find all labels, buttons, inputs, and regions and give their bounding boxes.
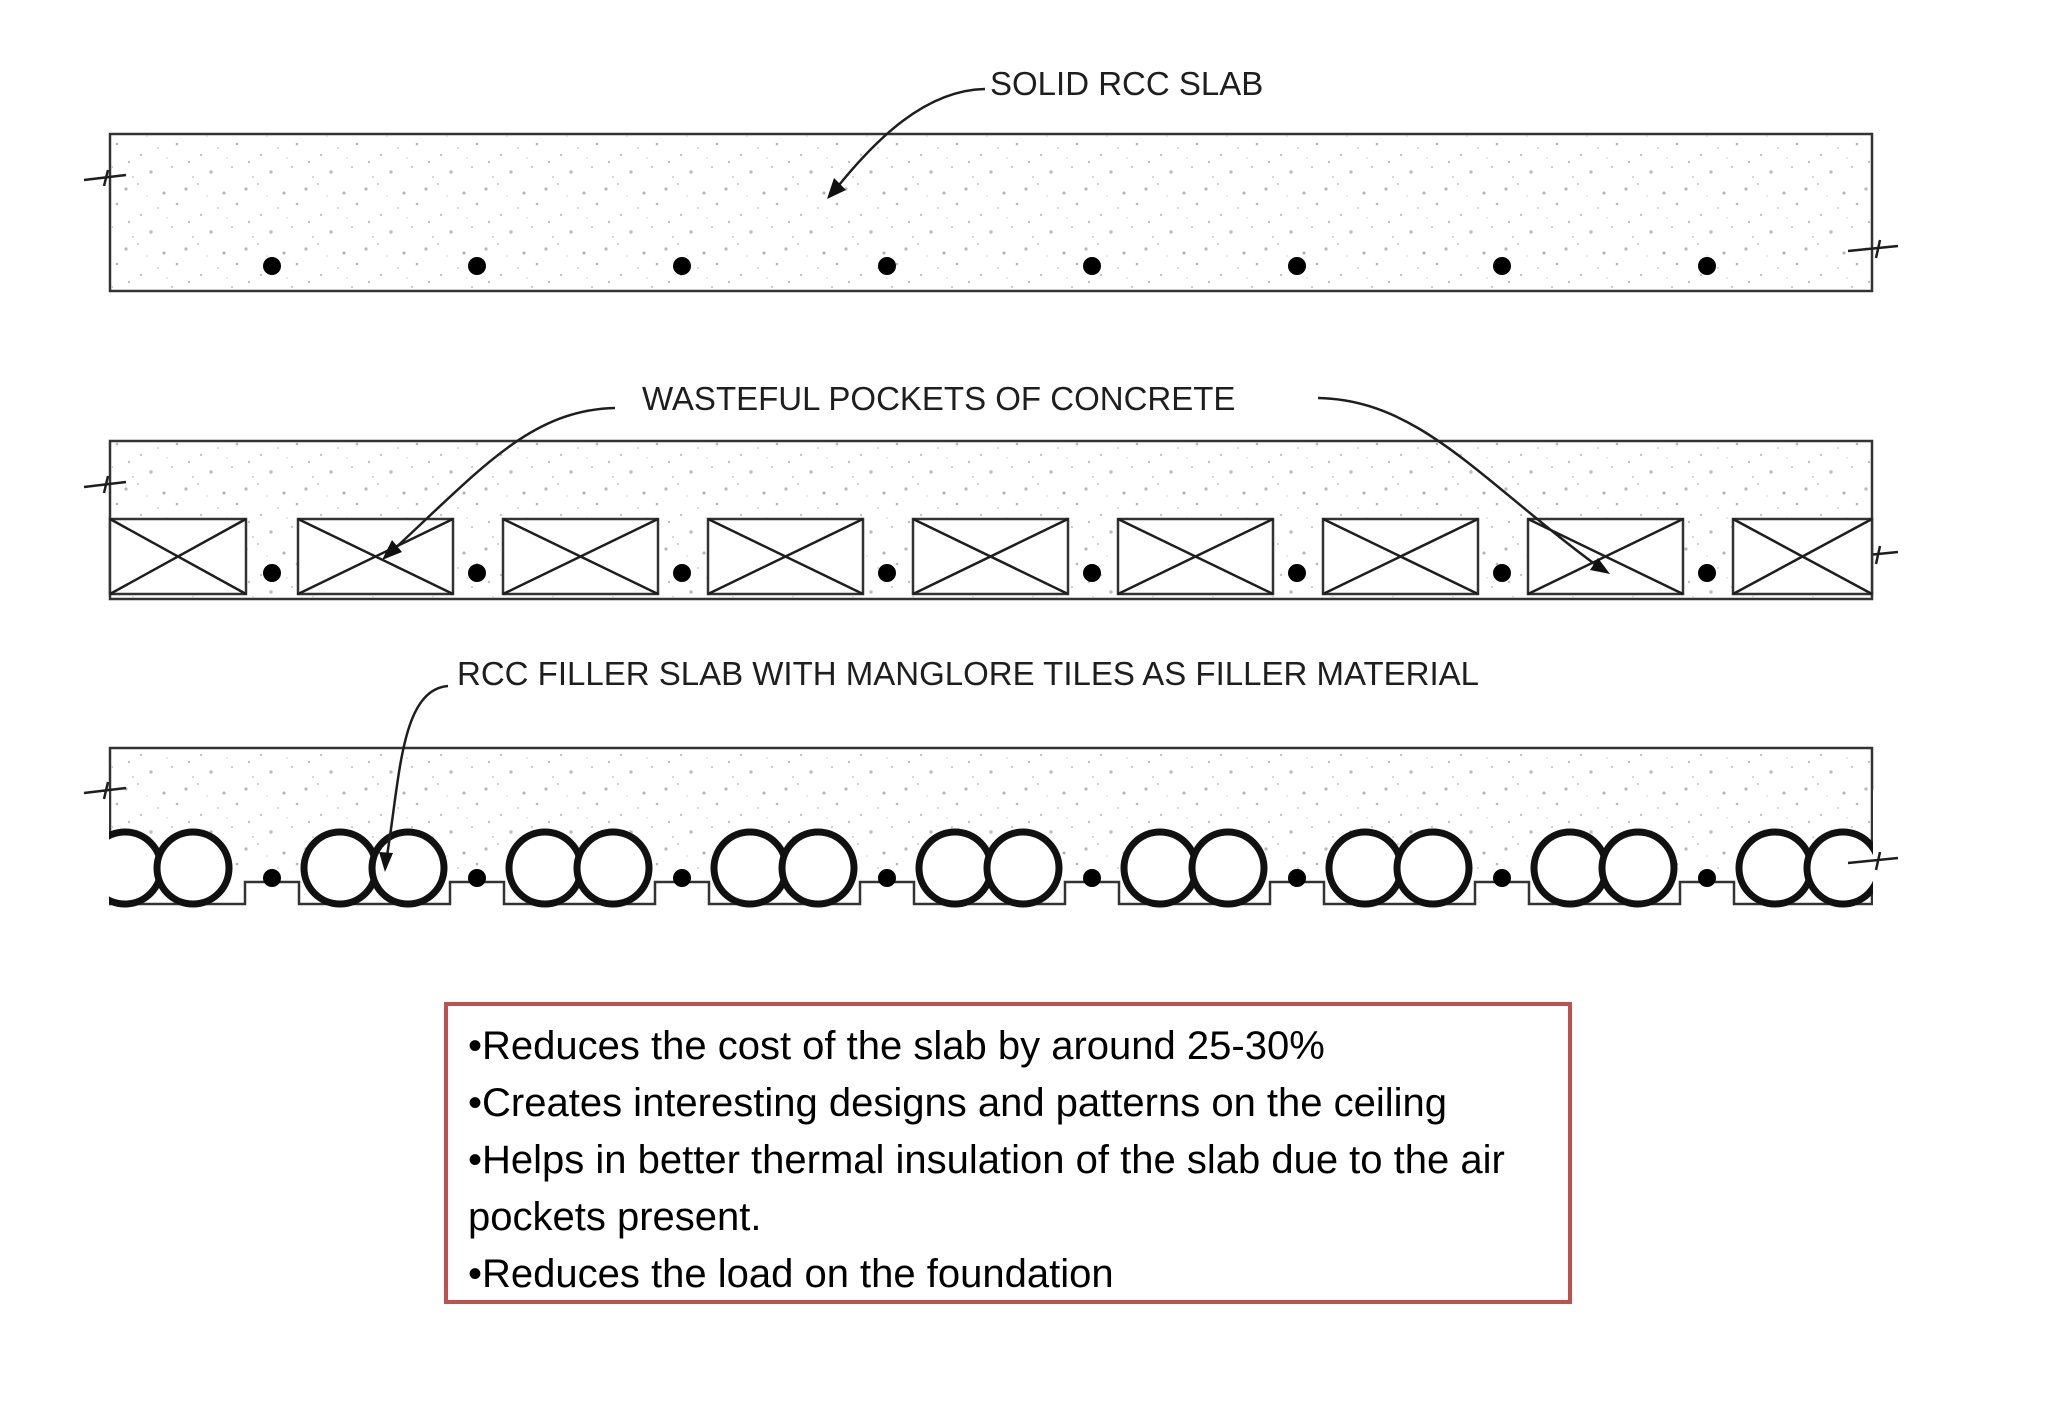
rebar-dot xyxy=(468,564,486,582)
benefit-item-load: •Reduces the load on the foundation xyxy=(468,1252,1114,1296)
rebar-dot xyxy=(1698,869,1716,887)
concrete-pocket-box xyxy=(706,517,865,596)
filler-slab-label: RCC FILLER SLAB WITH MANGLORE TILES AS F… xyxy=(457,655,1479,692)
manglore-tile xyxy=(915,828,995,908)
rebar-dot xyxy=(1288,257,1306,275)
pocket-row xyxy=(108,517,1874,596)
left-break-mark xyxy=(83,169,127,187)
leader-arrowhead xyxy=(382,540,402,560)
rebar-dot xyxy=(263,564,281,582)
benefit-item-insulation: •Helps in better thermal insulation of t… xyxy=(468,1138,1505,1239)
concrete-pocket-box xyxy=(296,517,455,596)
manglore-tile xyxy=(1188,828,1268,908)
rebar-dot xyxy=(263,869,281,887)
concrete-pocket-box xyxy=(1116,517,1275,596)
wasteful-pockets-section: WASTEFUL POCKETS OF CONCRETE xyxy=(83,380,1899,601)
rebar-row-solid xyxy=(263,257,1716,275)
rebar-dot xyxy=(468,257,486,275)
manglore-tile xyxy=(368,828,448,908)
filler-leader xyxy=(384,684,449,863)
right-break-mark xyxy=(1847,851,1899,871)
leader-arrowhead xyxy=(1590,558,1610,574)
manglore-tile xyxy=(1120,828,1200,908)
rebar-row-filler xyxy=(263,869,1716,887)
rebar-dot xyxy=(1083,564,1101,582)
manglore-tile-row xyxy=(85,828,1883,908)
right-break-mark xyxy=(1847,239,1899,259)
pockets-leader-right xyxy=(1317,396,1601,570)
manglore-tile xyxy=(300,828,380,908)
solid-slab-texture xyxy=(111,135,1871,290)
manglore-tile xyxy=(1735,828,1815,908)
rebar-dot xyxy=(1698,564,1716,582)
benefit-item-cost: •Reduces the cost of the slab by around … xyxy=(468,1024,1325,1068)
rebar-dot xyxy=(1288,869,1306,887)
manglore-tile xyxy=(1803,828,1883,908)
rebar-dot xyxy=(1083,257,1101,275)
benefits-list: •Reduces the cost of the slab by around … xyxy=(468,1018,1548,1303)
manglore-tile xyxy=(1393,828,1473,908)
rebar-dot xyxy=(878,564,896,582)
leader-arrowhead xyxy=(827,178,846,199)
manglore-tile xyxy=(1325,828,1405,908)
leader-arrowhead xyxy=(379,852,393,872)
rebar-row-pockets xyxy=(263,564,1716,582)
rebar-dot xyxy=(878,257,896,275)
manglore-tile xyxy=(983,828,1063,908)
wasteful-pockets-label: WASTEFUL POCKETS OF CONCRETE xyxy=(642,380,1235,417)
manglore-tile xyxy=(153,828,233,908)
concrete-pocket-box xyxy=(1731,517,1874,596)
rebar-dot xyxy=(1493,257,1511,275)
pockets-leader-left xyxy=(389,406,616,554)
concrete-pocket-box xyxy=(1321,517,1480,596)
rebar-dot xyxy=(1493,564,1511,582)
concrete-pocket-box xyxy=(911,517,1070,596)
manglore-tile xyxy=(1530,828,1610,908)
rebar-dot xyxy=(673,869,691,887)
solid-slab-leader xyxy=(834,87,986,191)
manglore-tile xyxy=(505,828,585,908)
rebar-dot xyxy=(263,257,281,275)
rebar-dot xyxy=(673,257,691,275)
right-edge-mask xyxy=(1873,790,1933,920)
benefits-box: •Reduces the cost of the slab by around … xyxy=(444,1002,1572,1304)
left-break-mark xyxy=(83,781,127,800)
rebar-dot xyxy=(468,869,486,887)
solid-rcc-slab-section: SOLID RCC SLAB xyxy=(83,65,1899,293)
manglore-tile xyxy=(1598,828,1678,908)
rebar-dot xyxy=(1493,869,1511,887)
concrete-pocket-box xyxy=(501,517,660,596)
rebar-dot xyxy=(1698,257,1716,275)
left-break-mark xyxy=(83,475,127,494)
rebar-dot xyxy=(673,564,691,582)
filler-slab-section: RCC FILLER SLAB WITH MANGLORE TILES AS F… xyxy=(60,655,1933,920)
concrete-pocket-box xyxy=(108,517,248,596)
manglore-tile xyxy=(778,828,858,908)
solid-slab-label: SOLID RCC SLAB xyxy=(990,65,1263,102)
manglore-tile xyxy=(710,828,790,908)
left-edge-mask xyxy=(60,790,109,920)
rebar-dot xyxy=(1083,869,1101,887)
manglore-tile xyxy=(573,828,653,908)
benefit-item-design: •Creates interesting designs and pattern… xyxy=(468,1081,1448,1125)
rebar-dot xyxy=(1288,564,1306,582)
rebar-dot xyxy=(878,869,896,887)
